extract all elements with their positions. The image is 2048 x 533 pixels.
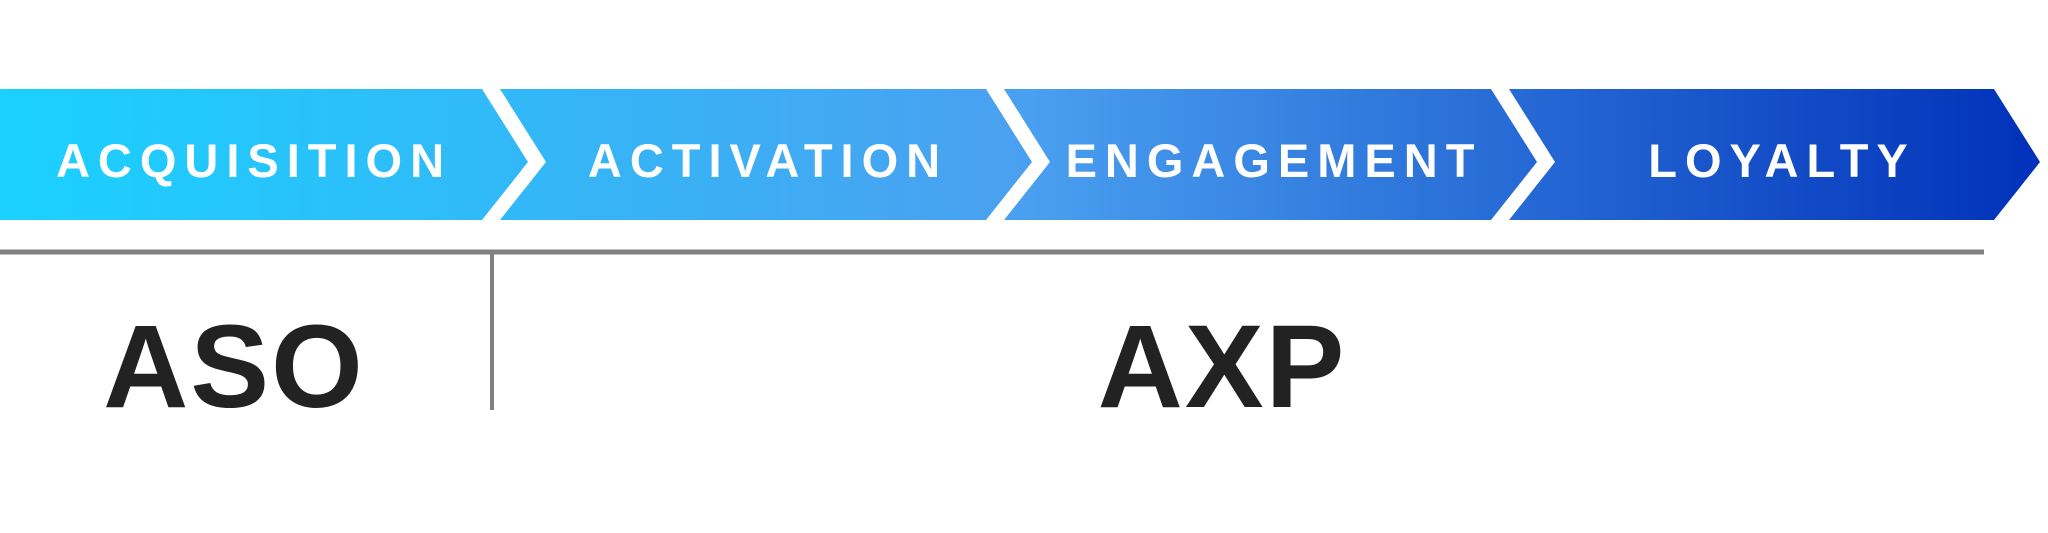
stage-label-loyalty: LOYALTY	[1648, 134, 1916, 187]
dividers	[0, 249, 1984, 410]
stage-arrow-engagement	[1004, 89, 1537, 220]
stage-label-acquisition: ACQUISITION	[56, 134, 452, 187]
stage-label-engagement: ENGAGEMENT	[1066, 134, 1483, 187]
stage-arrow-activation	[500, 89, 1032, 220]
category-label-axp: AXP	[1098, 301, 1347, 433]
category-label-aso: ASO	[103, 301, 365, 433]
stage-arrows	[0, 89, 2040, 220]
stage-label-activation: ACTIVATION	[588, 134, 948, 187]
stage-arrow-acquisition	[0, 89, 528, 220]
stage-labels: ACQUISITION ACTIVATION ENGAGEMENT LOYALT…	[56, 134, 1916, 187]
category-labels: ASO AXP	[103, 301, 1347, 433]
stage-arrow-loyalty	[1509, 89, 2040, 220]
